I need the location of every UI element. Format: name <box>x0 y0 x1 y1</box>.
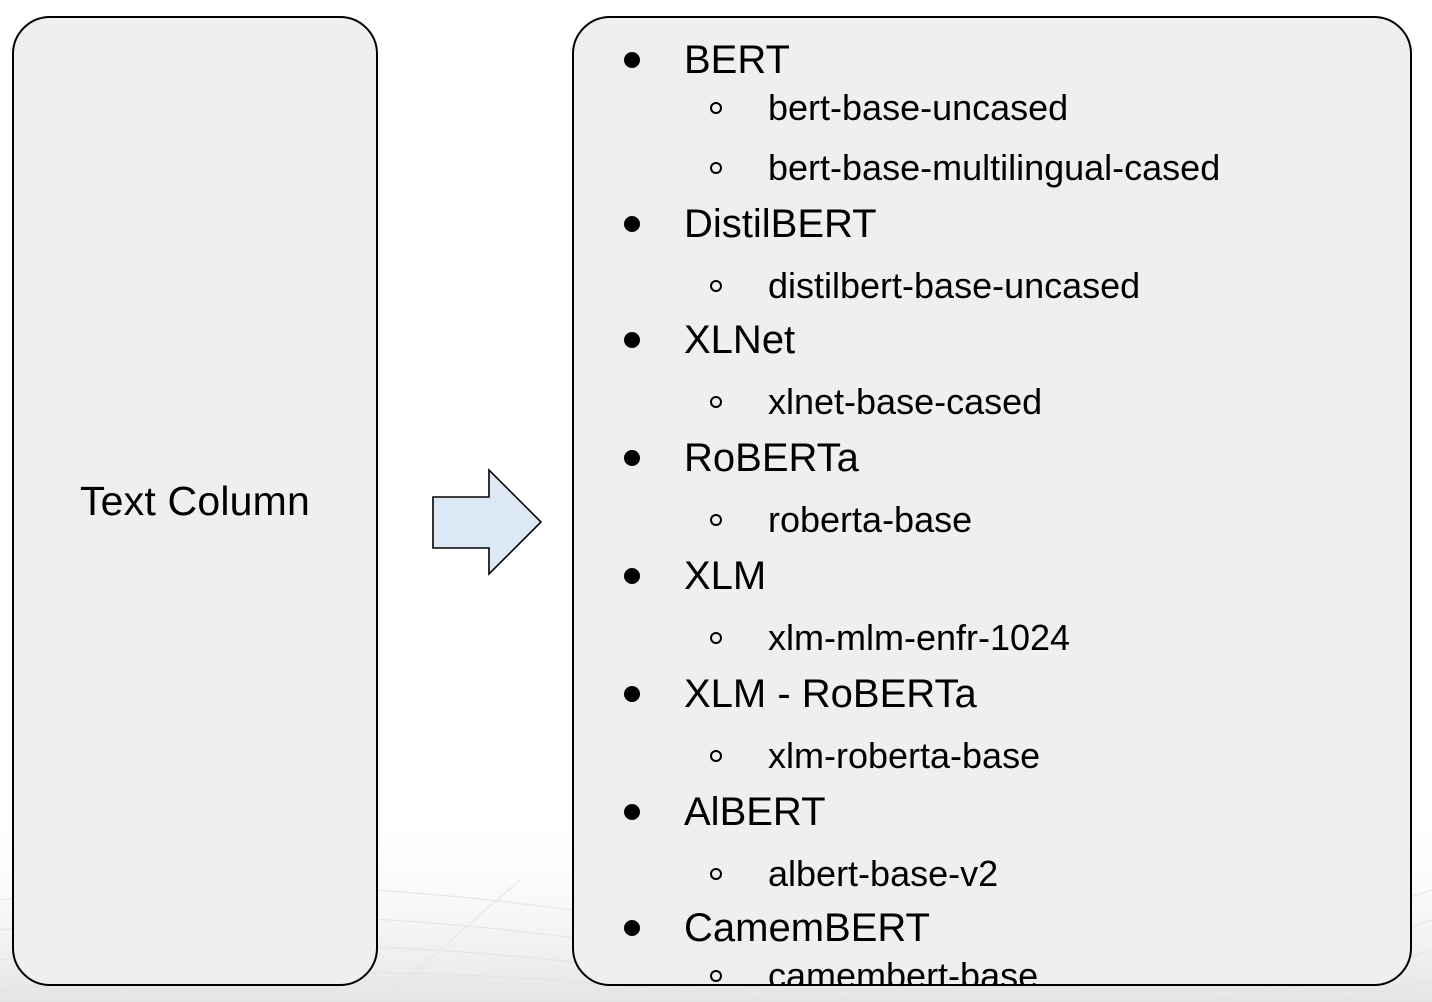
model-variant-name: xlnet-base-cased <box>768 381 1043 422</box>
model-variant-name: roberta-base <box>768 499 973 540</box>
model-variant-name: bert-base-multilingual-cased <box>768 147 1221 188</box>
bullet-ring-icon <box>710 956 722 984</box>
model-family-name: RoBERTa <box>684 436 859 480</box>
model-variant-item: roberta-base <box>574 500 1394 540</box>
bullet-ring-icon <box>710 266 722 306</box>
model-family-name: DistilBERT <box>684 202 877 246</box>
model-family-item: RoBERTa <box>574 438 1394 478</box>
bullet-dot-icon <box>624 908 640 948</box>
bullet-dot-icon <box>624 40 640 80</box>
model-variant-item: bert-base-multilingual-cased <box>574 148 1394 188</box>
model-family-name: XLM - RoBERTa <box>684 672 977 716</box>
bullet-dot-icon <box>624 320 640 360</box>
bullet-dot-icon <box>624 204 640 244</box>
model-family-name: CamemBERT <box>684 906 930 950</box>
bullet-dot-icon <box>624 556 640 596</box>
bullet-ring-icon <box>710 148 722 188</box>
model-variant-item: albert-base-v2 <box>574 854 1394 894</box>
bullet-ring-icon <box>710 618 722 658</box>
model-variant-item: xlm-mlm-enfr-1024 <box>574 618 1394 658</box>
model-family-name: XLNet <box>684 318 796 362</box>
text-column-label: Text Column <box>79 477 311 524</box>
model-family-item: AlBERT <box>574 792 1394 832</box>
model-variant-item: camembert-base <box>574 955 1394 986</box>
model-family-name: XLM <box>684 554 767 598</box>
model-family-name: AlBERT <box>684 790 826 834</box>
model-family-item: CamemBERT <box>574 908 1394 948</box>
model-variant-name: distilbert-base-uncased <box>768 265 1141 306</box>
bullet-ring-icon <box>710 382 722 422</box>
model-family-item: DistilBERT <box>574 204 1394 244</box>
model-family-item: XLM - RoBERTa <box>574 674 1394 714</box>
model-family-item: XLM <box>574 556 1394 596</box>
model-family-name: BERT <box>684 38 790 82</box>
model-variant-item: distilbert-base-uncased <box>574 266 1394 306</box>
bullet-ring-icon <box>710 88 722 128</box>
model-list-box: BERT bert-base-uncased bert-base-multiling… <box>572 16 1412 986</box>
right-arrow-icon <box>432 468 543 576</box>
bullet-ring-icon <box>710 500 722 540</box>
model-variant-name: bert-base-uncased <box>768 87 1069 128</box>
bullet-ring-icon <box>710 736 722 776</box>
text-column-box: Text Column <box>12 16 378 986</box>
bullet-dot-icon <box>624 674 640 714</box>
model-variant-item: bert-base-uncased <box>574 88 1394 128</box>
model-variant-item: xlm-roberta-base <box>574 736 1394 776</box>
model-variant-item: xlnet-base-cased <box>574 382 1394 422</box>
model-variant-name: xlm-roberta-base <box>768 735 1041 776</box>
bullet-ring-icon <box>710 854 722 894</box>
model-family-item: XLNet <box>574 320 1394 360</box>
model-variant-name: xlm-mlm-enfr-1024 <box>768 617 1071 658</box>
model-family-item: BERT <box>574 40 1394 80</box>
model-variant-name: camembert-base <box>768 955 1039 986</box>
bullet-dot-icon <box>624 438 640 478</box>
model-variant-name: albert-base-v2 <box>768 853 999 894</box>
bullet-dot-icon <box>624 792 640 832</box>
